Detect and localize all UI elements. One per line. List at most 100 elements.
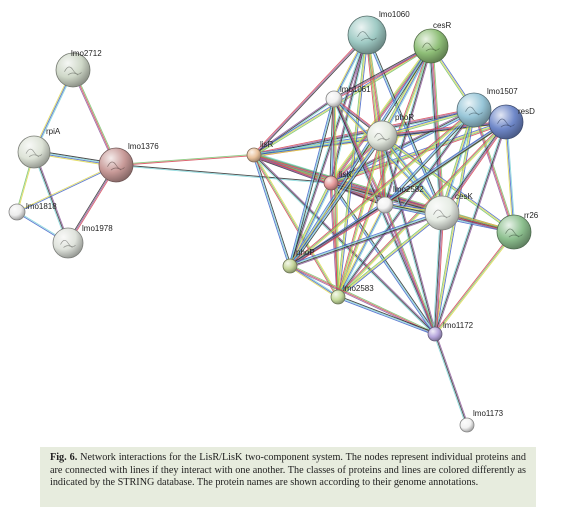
edge-line	[337, 296, 436, 335]
node-lmo1061[interactable]: lmo1061	[325, 85, 371, 108]
edge-lmo1376-lisR	[115, 154, 255, 166]
node-sphere[interactable]	[282, 258, 298, 274]
edge-line	[253, 45, 432, 156]
protein-structure-icon	[374, 133, 390, 141]
edge-line	[290, 213, 443, 267]
node-cesR[interactable]: cesR	[413, 21, 451, 64]
node-lmo1818[interactable]: lmo1818	[8, 202, 57, 221]
node-resD[interactable]: resD	[488, 104, 535, 140]
edge-lmo1507-rr26	[472, 109, 516, 233]
edge-line	[434, 212, 442, 334]
edge-line	[289, 34, 368, 267]
edge-line	[435, 232, 516, 335]
edge-line	[290, 214, 443, 268]
node-rr26[interactable]: rr26	[496, 211, 539, 250]
edge-line	[333, 45, 432, 100]
edge-cesK-phoP	[289, 211, 443, 268]
edge-lmo1507-lmo2583	[336, 109, 476, 298]
edge-line	[254, 110, 475, 156]
edge-lmo2582-phoP	[289, 203, 386, 268]
node-label: phoP	[296, 248, 315, 257]
edge-line	[289, 120, 506, 266]
protein-structure-icon	[422, 42, 440, 52]
node-label: lmo1172	[443, 321, 474, 330]
node-sphere[interactable]	[246, 147, 262, 163]
edge-line	[333, 98, 443, 214]
protein-structure-icon	[465, 106, 483, 116]
edge-line	[254, 154, 292, 266]
edge-line	[289, 212, 442, 266]
node-sphere[interactable]	[330, 289, 346, 305]
edge-line	[383, 205, 435, 335]
edge-line	[290, 136, 383, 267]
edge-line	[333, 44, 431, 99]
node-sphere[interactable]	[459, 417, 475, 433]
edge-line	[336, 34, 367, 297]
edge-line	[330, 120, 506, 182]
node-lmo2712[interactable]: lmo2712	[55, 49, 102, 88]
node-sphere[interactable]	[8, 203, 26, 221]
node-phoR[interactable]: phoR	[366, 113, 414, 152]
node-label: lmo1061	[340, 85, 371, 94]
edge-cesK-lmo1172	[432, 212, 445, 335]
node-label: resD	[518, 107, 535, 116]
edge-line	[338, 46, 433, 298]
edge-line	[116, 155, 255, 166]
edge-line	[331, 35, 369, 184]
edge-line	[334, 98, 387, 205]
node-lmo1173[interactable]: lmo1173	[459, 409, 504, 433]
edge-line	[337, 204, 386, 298]
edge-line	[252, 33, 367, 155]
edge-line	[290, 205, 386, 268]
edge-line	[432, 212, 441, 334]
edge-line	[473, 109, 515, 233]
node-lmo2582[interactable]: lmo2582	[376, 185, 424, 214]
edge-line	[254, 46, 432, 157]
node-sphere[interactable]	[323, 175, 339, 191]
edge-line	[254, 35, 369, 157]
node-phoP[interactable]: phoP	[282, 248, 315, 274]
protein-structure-icon	[60, 240, 76, 248]
node-lmo2583[interactable]: lmo2583	[330, 284, 374, 305]
node-lisK[interactable]: lisK	[323, 170, 353, 191]
node-rpiA[interactable]: rpiA	[17, 127, 61, 169]
edge-line	[441, 121, 506, 213]
edge-line	[289, 265, 436, 335]
edge-line	[290, 264, 436, 334]
edge-line	[504, 122, 514, 233]
edge-line	[288, 108, 474, 266]
edge-line	[290, 35, 369, 267]
edge-line	[289, 204, 386, 267]
edge-line	[384, 109, 475, 206]
edge-line	[338, 205, 387, 298]
edge-lmo2583-lmo1172	[337, 295, 436, 336]
edge-phoR-phoP	[288, 134, 384, 268]
node-lmo1376[interactable]: lmo1376	[98, 142, 159, 183]
node-lmo1060[interactable]: lmo1060	[347, 10, 410, 55]
node-label: lmo1376	[128, 142, 159, 151]
edge-line	[334, 46, 432, 101]
edge-line	[254, 154, 340, 297]
edge-line	[16, 164, 116, 212]
edge-lmo1376-lmo1818	[16, 164, 117, 213]
edge-resD-rr26	[504, 121, 516, 233]
edge-line	[382, 135, 437, 334]
edge-line	[336, 109, 474, 297]
node-cesK[interactable]: cesK	[424, 192, 473, 231]
edge-line	[338, 295, 436, 334]
node-sphere[interactable]	[325, 90, 343, 108]
edge-line	[330, 182, 436, 335]
edge-cesR-lmo1061	[333, 44, 432, 101]
edge-line	[433, 334, 467, 426]
edge-line	[289, 98, 335, 267]
node-lmo1978[interactable]: lmo1978	[52, 224, 113, 259]
node-lisR[interactable]: lisR	[246, 140, 274, 163]
node-lmo1507[interactable]: lmo1507	[456, 87, 518, 128]
protein-structure-icon	[357, 31, 377, 41]
node-lmo1172[interactable]: lmo1172	[427, 321, 474, 342]
node-sphere[interactable]	[376, 196, 394, 214]
edge-line	[382, 122, 507, 138]
edge-line	[506, 121, 516, 232]
node-sphere[interactable]	[427, 326, 443, 342]
